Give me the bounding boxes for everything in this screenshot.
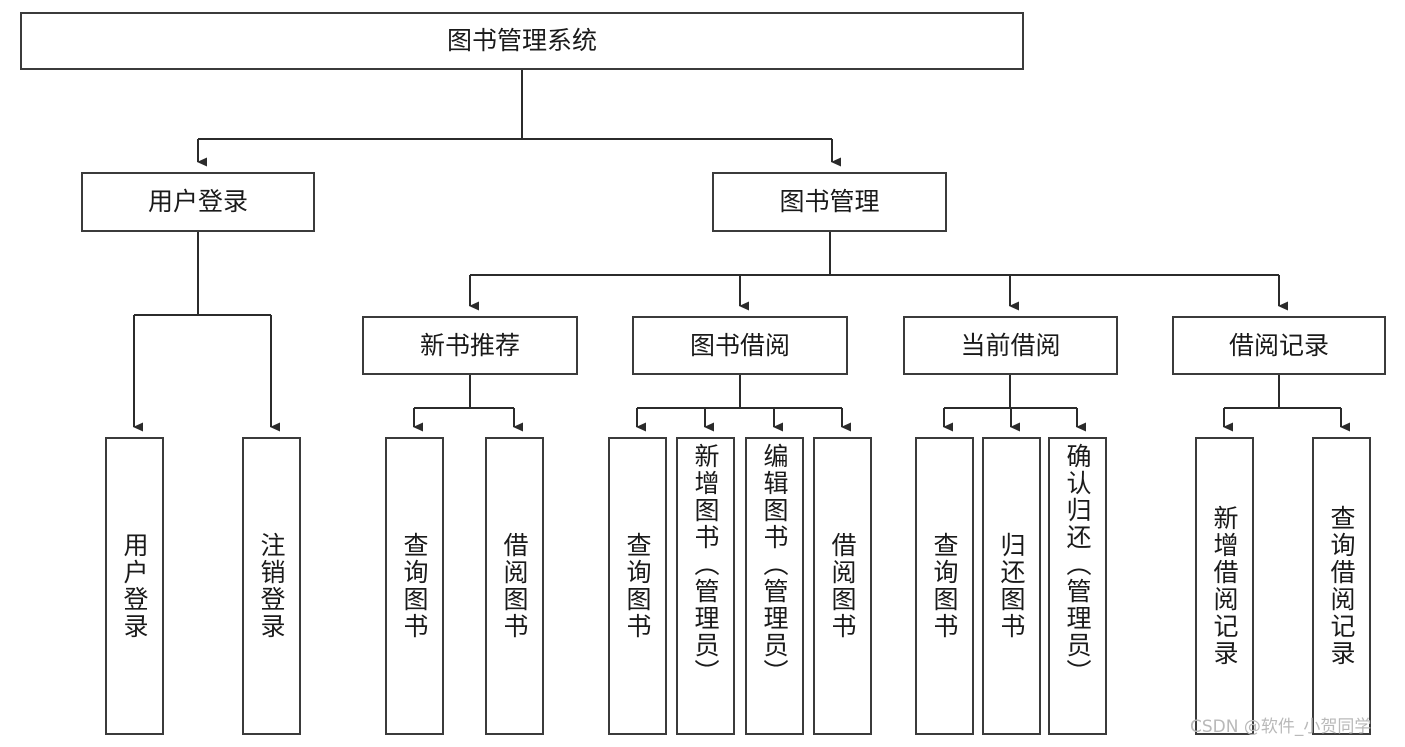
node-current-borrow[interactable]: 当前借阅 — [903, 316, 1118, 375]
node-borrow-record-label: 借阅记录 — [1228, 330, 1329, 360]
node-leaf-query-book-borrow[interactable]: 查询图书 — [608, 437, 667, 735]
node-leaf-confirm-return-admin[interactable]: 确认归还（管理员） — [1048, 437, 1107, 735]
node-leaf-add-borrow-record[interactable]: 新增借阅记录 — [1195, 437, 1254, 735]
node-borrow-record[interactable]: 借阅记录 — [1172, 316, 1386, 375]
node-user-login-label: 用户登录 — [147, 187, 248, 217]
node-root[interactable]: 图书管理系统 — [20, 12, 1024, 70]
node-leaf-borrow-book[interactable]: 借阅图书 — [813, 437, 872, 735]
node-leaf-borrow-book-newbook-label: 借阅图书 — [500, 532, 529, 640]
node-new-book-recommend[interactable]: 新书推荐 — [362, 316, 578, 375]
node-leaf-borrow-book-newbook[interactable]: 借阅图书 — [485, 437, 544, 735]
node-user-login[interactable]: 用户登录 — [81, 172, 315, 232]
node-leaf-add-book-admin-label: 新增图书（管理员） — [691, 443, 720, 686]
node-leaf-return-book[interactable]: 归还图书 — [982, 437, 1041, 735]
node-leaf-edit-book-admin-label: 编辑图书（管理员） — [760, 443, 789, 686]
node-leaf-query-book-current[interactable]: 查询图书 — [915, 437, 974, 735]
node-leaf-query-book-borrow-label: 查询图书 — [623, 532, 652, 640]
node-leaf-return-book-label: 归还图书 — [997, 532, 1026, 640]
node-leaf-user-login[interactable]: 用户登录 — [105, 437, 164, 735]
node-leaf-logout[interactable]: 注销登录 — [242, 437, 301, 735]
node-leaf-edit-book-admin[interactable]: 编辑图书（管理员） — [745, 437, 804, 735]
node-leaf-query-borrow-record[interactable]: 查询借阅记录 — [1312, 437, 1371, 735]
node-leaf-logout-label: 注销登录 — [257, 532, 286, 640]
node-leaf-confirm-return-admin-label: 确认归还（管理员） — [1063, 443, 1092, 686]
node-leaf-query-borrow-record-label: 查询借阅记录 — [1327, 505, 1356, 667]
node-book-borrow-label: 图书借阅 — [689, 330, 790, 360]
node-root-label: 图书管理系统 — [446, 26, 597, 56]
node-leaf-user-login-label: 用户登录 — [120, 532, 149, 640]
node-book-management-label: 图书管理 — [779, 187, 880, 217]
node-leaf-query-book-current-label: 查询图书 — [930, 532, 959, 640]
node-book-management[interactable]: 图书管理 — [712, 172, 947, 232]
node-leaf-query-book-newbook-label: 查询图书 — [400, 532, 429, 640]
node-current-borrow-label: 当前借阅 — [960, 330, 1061, 360]
node-leaf-query-book-newbook[interactable]: 查询图书 — [385, 437, 444, 735]
node-leaf-add-book-admin[interactable]: 新增图书（管理员） — [676, 437, 735, 735]
node-leaf-add-borrow-record-label: 新增借阅记录 — [1210, 505, 1239, 667]
node-book-borrow[interactable]: 图书借阅 — [632, 316, 848, 375]
node-leaf-borrow-book-label: 借阅图书 — [828, 532, 857, 640]
node-new-book-recommend-label: 新书推荐 — [419, 330, 520, 360]
